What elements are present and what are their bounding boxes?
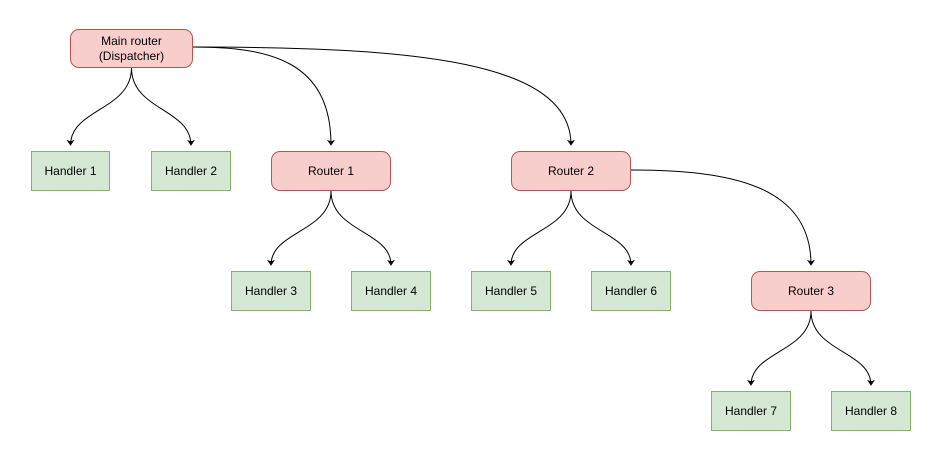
node-label-router-3: Router 3: [787, 283, 835, 298]
edge-router-2-to-handler-5: [507, 190, 572, 266]
node-label-handler-5: Handler 5: [484, 283, 538, 298]
node-router-1[interactable]: Router 1: [271, 151, 391, 191]
node-handler-8[interactable]: Handler 8: [831, 391, 911, 431]
node-router-2[interactable]: Router 2: [511, 151, 631, 191]
edge-router-1-to-handler-4: [330, 190, 395, 266]
edge-main-to-handler-2: [131, 67, 195, 146]
node-label-handler-3: Handler 3: [244, 283, 298, 298]
edge-main-to-router-2: [192, 46, 575, 146]
node-handler-3[interactable]: Handler 3: [231, 271, 311, 311]
node-main-router[interactable]: Main router (Dispatcher): [70, 29, 193, 68]
edge-router-3-to-handler-7: [747, 310, 812, 386]
node-label-handler-6: Handler 6: [604, 283, 658, 298]
node-label-handler-8: Handler 8: [844, 403, 898, 418]
edge-main-to-handler-1: [66, 67, 132, 146]
node-router-3[interactable]: Router 3: [751, 271, 871, 311]
node-label-handler-4: Handler 4: [364, 283, 418, 298]
node-label-main-router: Main router (Dispatcher): [98, 33, 165, 63]
edge-main-to-router-1: [192, 46, 335, 146]
edge-router-1-to-handler-3: [267, 190, 332, 266]
node-handler-6[interactable]: Handler 6: [591, 271, 671, 311]
node-label-router-2: Router 2: [547, 163, 595, 178]
edge-router-2-to-handler-6: [570, 190, 635, 266]
node-label-handler-1: Handler 1: [44, 163, 97, 178]
node-handler-2[interactable]: Handler 2: [151, 151, 231, 191]
node-label-handler-2: Handler 2: [164, 163, 218, 178]
node-label-router-1: Router 1: [307, 163, 355, 178]
diagram-edges: [66, 46, 875, 386]
node-handler-7[interactable]: Handler 7: [711, 391, 791, 431]
node-handler-5[interactable]: Handler 5: [471, 271, 551, 311]
edge-router-3-to-handler-8: [810, 310, 875, 386]
node-handler-1[interactable]: Handler 1: [31, 151, 110, 191]
node-handler-4[interactable]: Handler 4: [351, 271, 431, 311]
edge-router-2-to-router-3: [630, 169, 815, 266]
node-label-handler-7: Handler 7: [724, 403, 778, 418]
